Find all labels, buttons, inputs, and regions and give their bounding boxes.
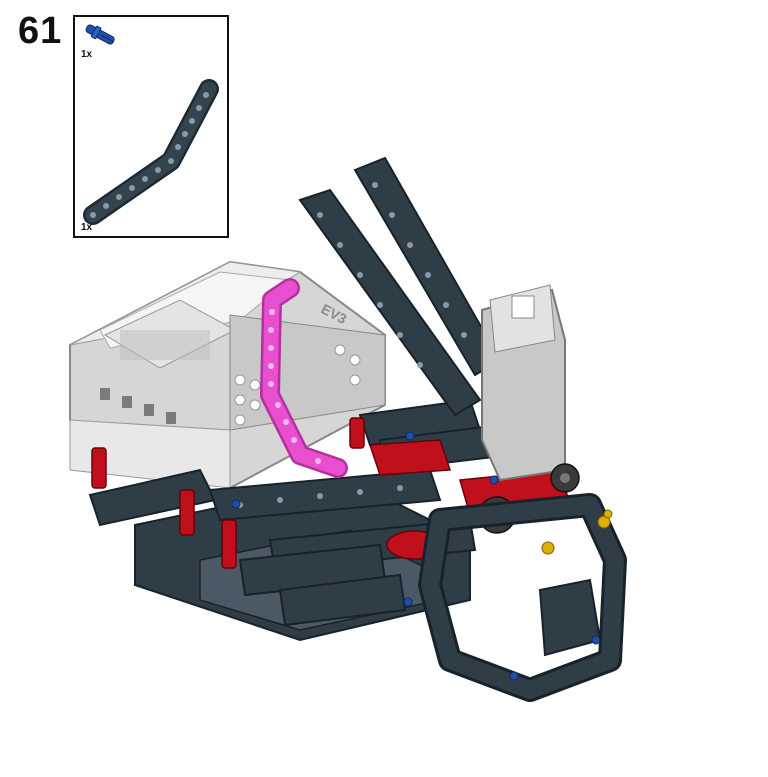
bent-beam-icon [83, 79, 219, 225]
part-quantity: 1x [81, 49, 93, 60]
step-number: 61 [18, 10, 63, 52]
parts-callout: 1x 1x [73, 15, 229, 238]
blue-axle-pin-icon [85, 24, 115, 45]
part-quantity: 1x [81, 222, 93, 233]
